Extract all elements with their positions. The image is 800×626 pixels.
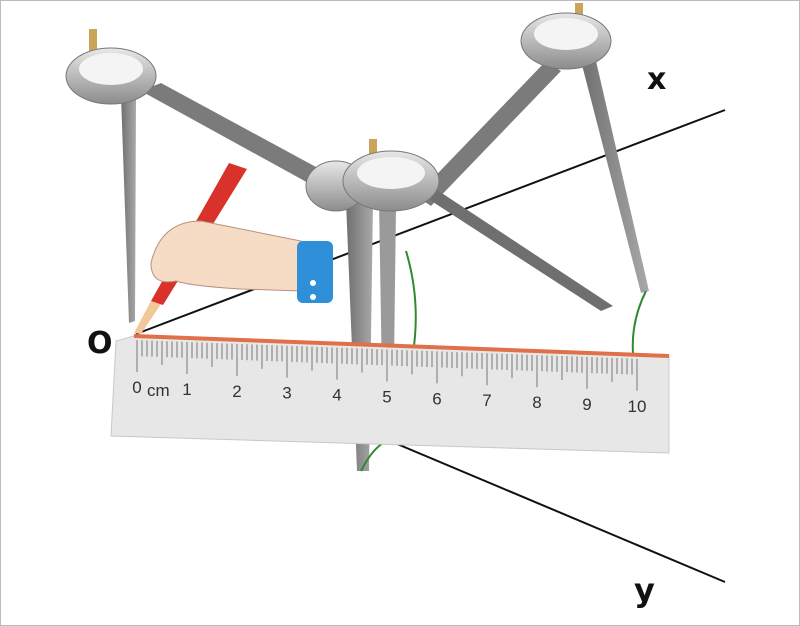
ray-y-label: y [634,571,655,609]
ruler-unit-label: cm [147,381,170,400]
ruler-number: 7 [482,391,491,410]
compass-right [416,3,649,293]
ray-x-label: x [647,62,666,97]
ruler-number: 1 [182,380,191,399]
ruler-number: 0 [132,378,141,397]
arc-right [631,290,647,354]
ruler-number: 3 [282,384,291,403]
hand-with-pencil [134,163,333,334]
ruler-number: 5 [382,387,391,406]
ruler: 0 1 2 3 4 5 6 7 8 9 10 cm [110,334,670,454]
ruler-number: 8 [532,393,541,412]
origin-label: O [87,326,113,361]
ray-ox [135,109,726,335]
ruler-number: 10 [628,397,647,416]
compass-left [65,29,351,323]
ruler-number: 9 [582,395,591,414]
ruler-number: 6 [432,389,441,408]
arc-upper [405,250,417,354]
ruler-number: 2 [232,382,241,401]
ruler-number: 4 [332,386,341,405]
